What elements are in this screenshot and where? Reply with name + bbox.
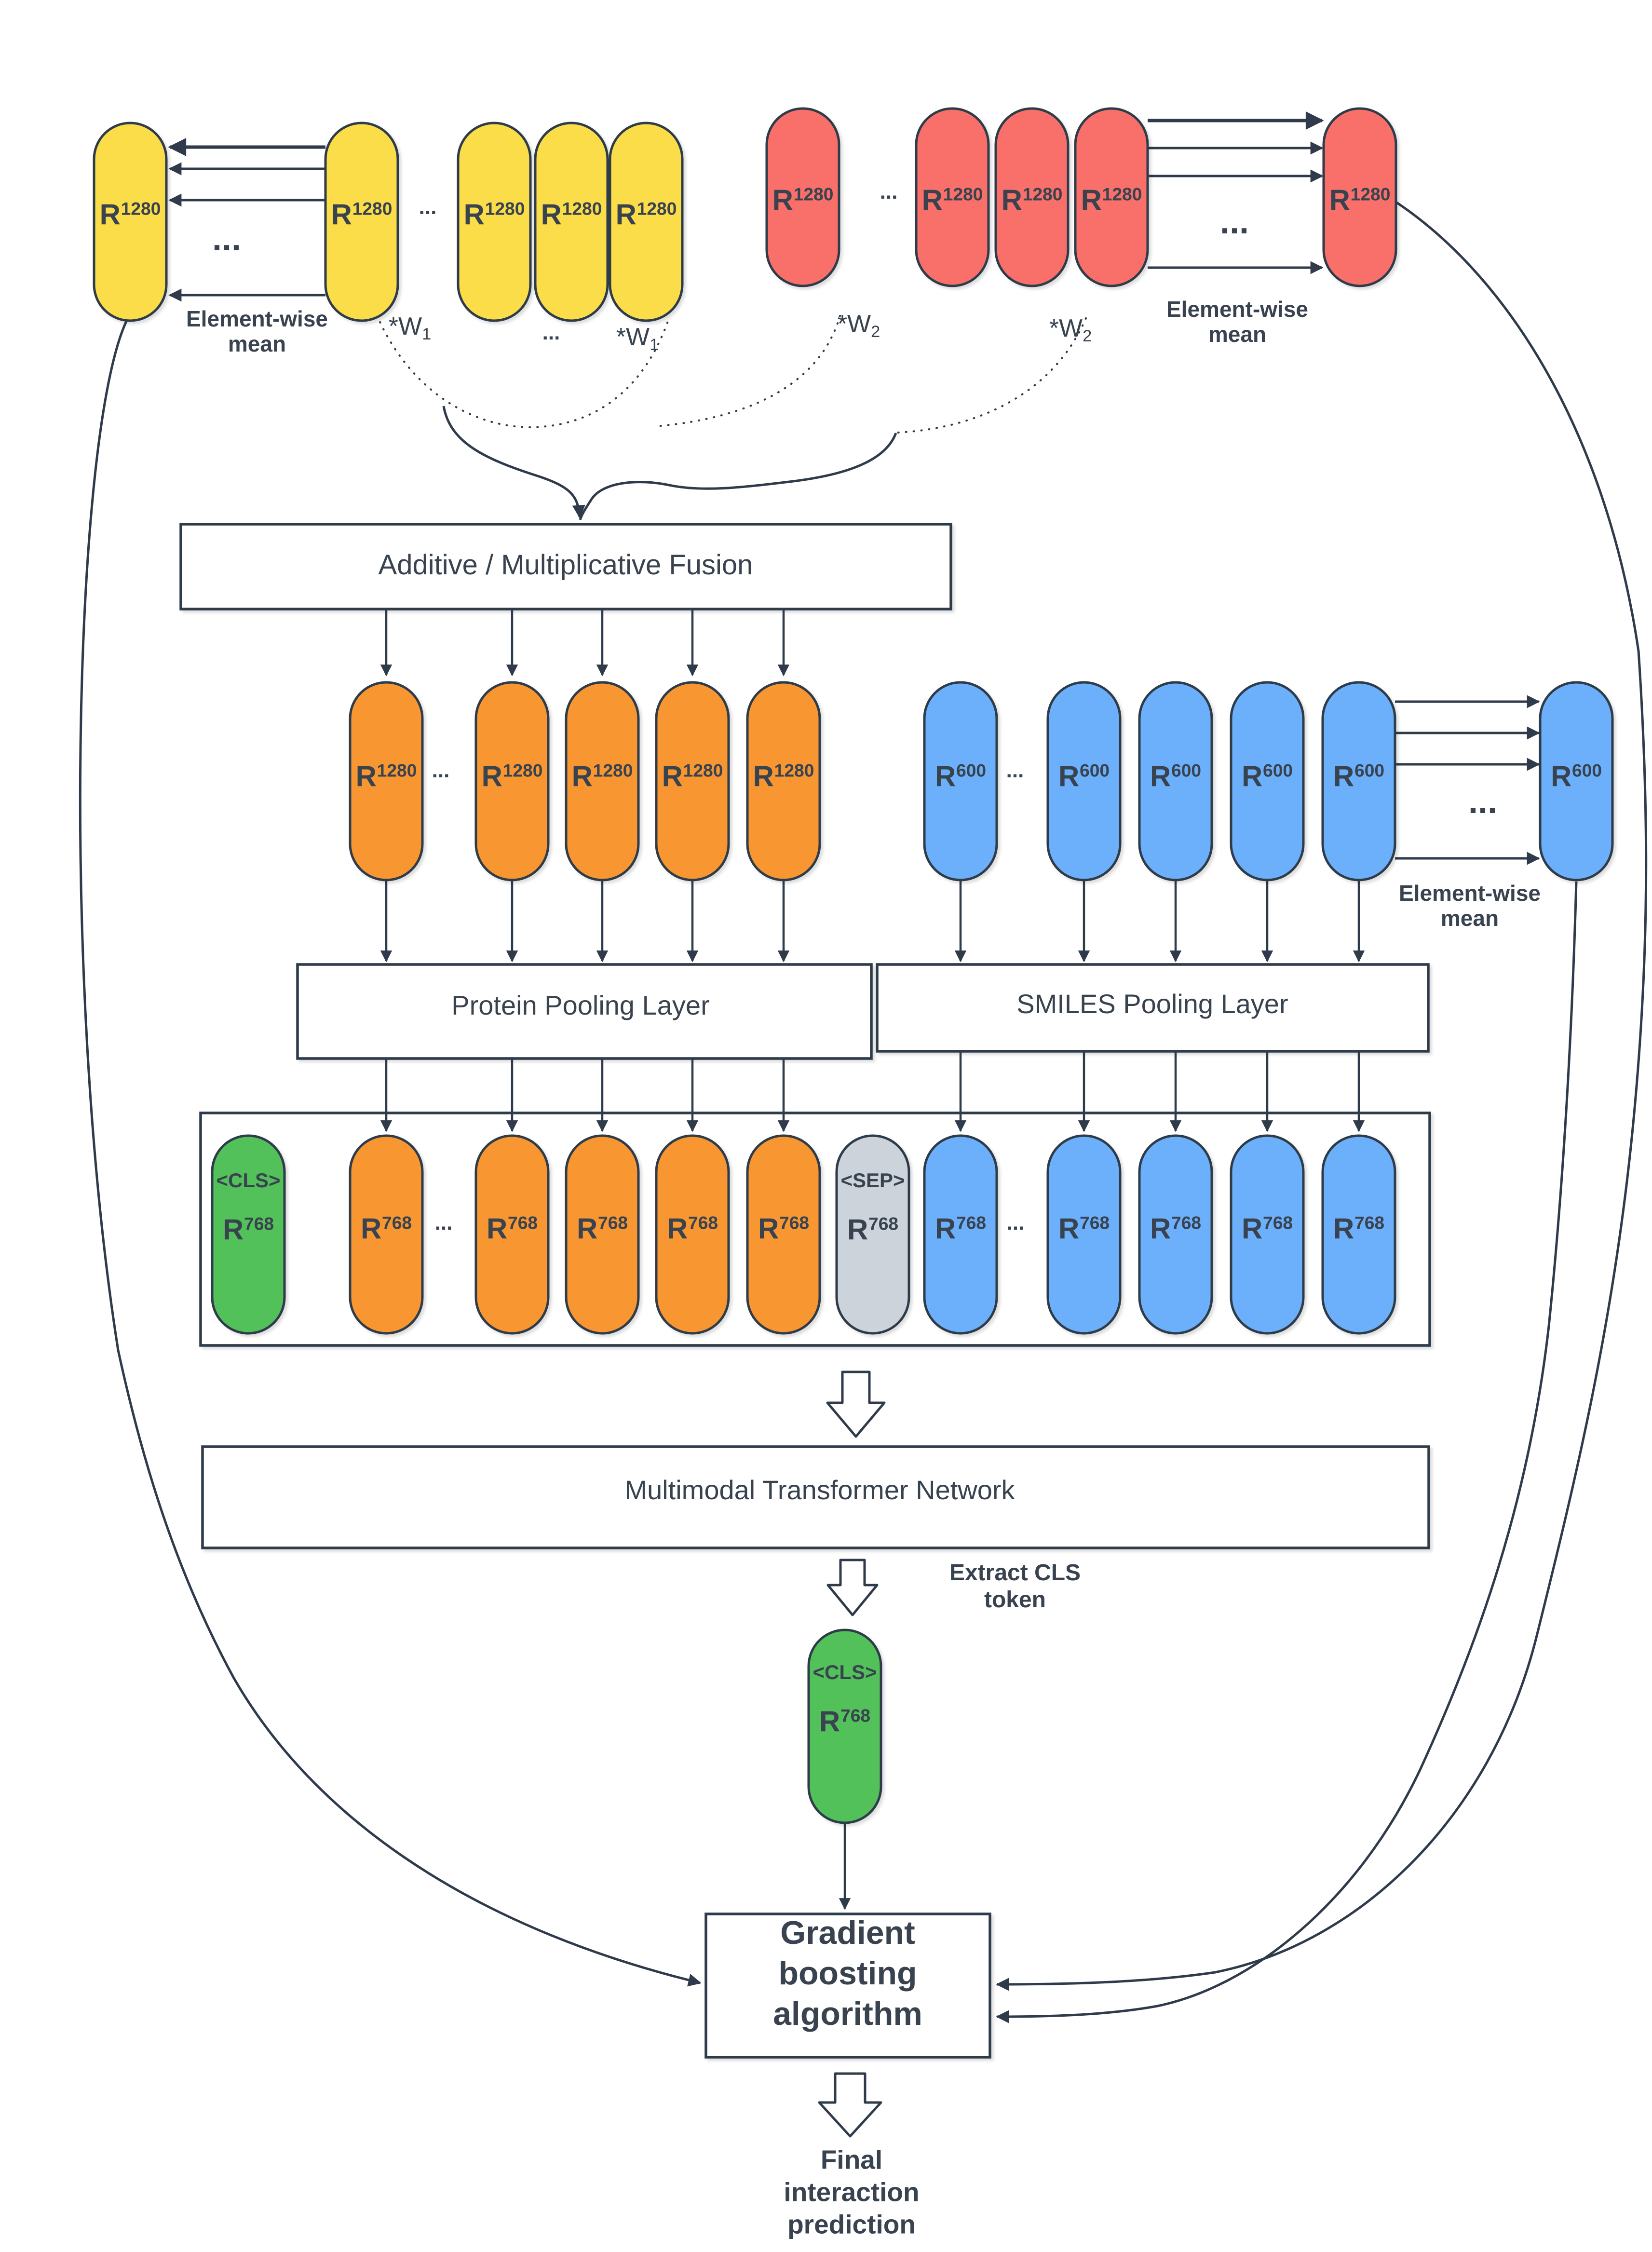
- transformer-to-cls-arrow: [826, 1559, 879, 1616]
- pill-seq-smiles-4: [1230, 1134, 1305, 1335]
- pill-fused-1: [349, 681, 424, 882]
- pill-seq-smiles-2: [1046, 1134, 1122, 1335]
- pill-sep-token: [835, 1134, 910, 1335]
- pill-smiles-3: [1138, 681, 1213, 882]
- brace-right: [579, 433, 897, 520]
- pill-protein-w-3: [994, 107, 1070, 287]
- pill-smiles-mean: [1539, 681, 1614, 882]
- pill-cls-extracted: [807, 1628, 882, 1824]
- pill-seq-protein-3: [565, 1134, 640, 1335]
- pill-protein-mean: [93, 122, 168, 322]
- dotted-w2-right-arc: [897, 317, 1087, 434]
- pill-protein-w-mean: [1322, 107, 1397, 287]
- pill-protein-2: [324, 122, 399, 322]
- pill-seq-protein-2: [474, 1134, 550, 1335]
- red-feedback-curve: [996, 195, 1648, 1991]
- pill-protein-5: [609, 122, 684, 322]
- dotted-w2-left-arc: [655, 315, 841, 427]
- pill-protein-w-1: [765, 107, 840, 287]
- left-feedback-curve: [79, 317, 702, 1987]
- gradient-boosting-box: [704, 1913, 991, 2059]
- pill-seq-smiles-5: [1321, 1134, 1396, 1335]
- pill-smiles-1: [923, 681, 998, 882]
- pill-fused-5: [746, 681, 821, 882]
- pill-seq-smiles-3: [1138, 1134, 1213, 1335]
- transformer-box: [201, 1445, 1430, 1549]
- dotted-w1-arc: [379, 316, 670, 429]
- pill-seq-protein-4: [655, 1134, 730, 1335]
- pill-fused-3: [565, 681, 640, 882]
- pill-fused-2: [474, 681, 550, 882]
- blue-feedback-curve: [996, 881, 1578, 2023]
- pill-seq-protein-5: [746, 1134, 821, 1335]
- pill-cls-token: [211, 1134, 286, 1335]
- pill-smiles-4: [1230, 681, 1305, 882]
- fusion-box: [179, 523, 952, 610]
- pill-seq-smiles-1: [923, 1134, 998, 1335]
- pill-protein-3: [457, 122, 532, 322]
- pill-protein-w-4: [1074, 107, 1149, 287]
- pill-seq-protein-1: [349, 1134, 424, 1335]
- pill-fused-4: [655, 681, 730, 882]
- brace-left: [442, 406, 585, 518]
- container-to-transformer-arrow: [826, 1370, 886, 1438]
- gb-to-final-arrow: [818, 2072, 882, 2138]
- pill-smiles-2: [1046, 681, 1122, 882]
- pill-protein-w-2: [915, 107, 990, 287]
- protein-pooling-box: [296, 963, 873, 1060]
- smiles-pooling-box: [876, 963, 1430, 1053]
- pill-protein-4: [534, 122, 609, 322]
- pill-smiles-5: [1321, 681, 1396, 882]
